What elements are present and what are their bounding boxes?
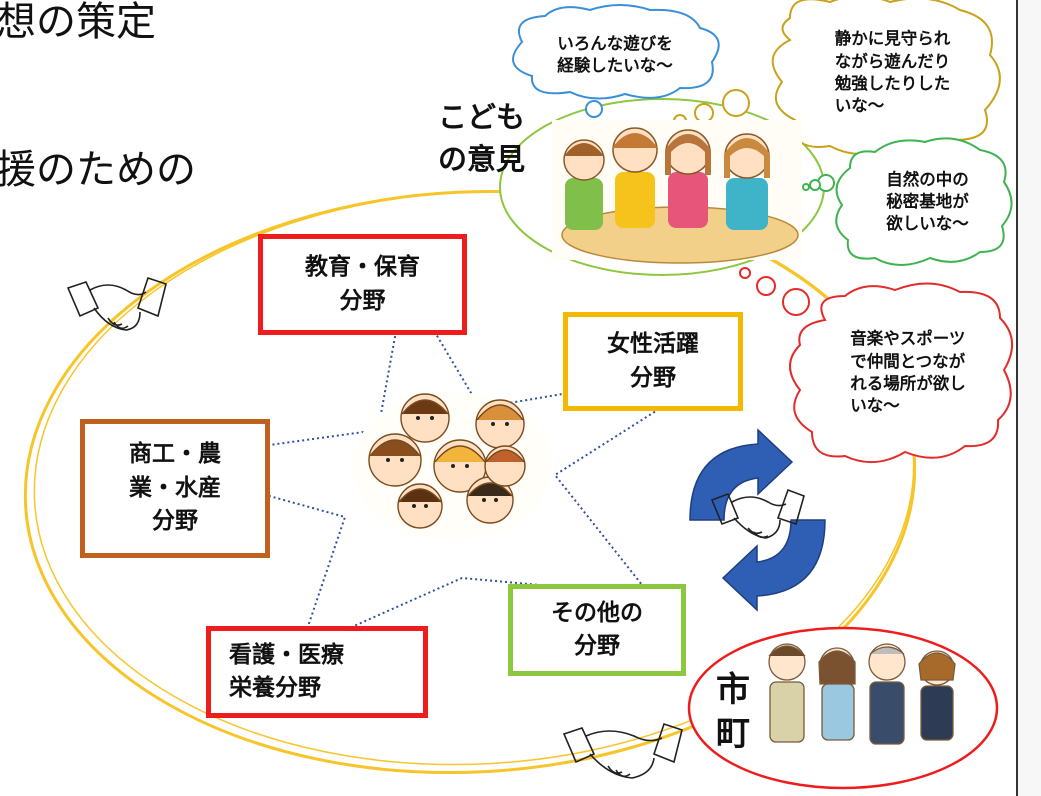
children-at-table-illustration [552,120,802,264]
circular-arrows-icon [689,428,826,612]
thought-text-watch: 静かに見守られ ながら遊んだり 勉強したりした いな～ [834,29,951,116]
nursing-medical-nutrition-box: 看護・医療 栄養分野 [206,626,428,718]
city-label: 市 町 [716,670,750,755]
education-childcare-box: 教育・保育 分野 [258,234,467,335]
handshake-icon [710,488,805,539]
children-opinion-label: こども の意見 [438,100,526,177]
commerce-agriculture-fishery-box: 商工・農 業・水産 分野 [80,419,270,558]
right-panel-inner [1018,0,1041,796]
handshake-icon [66,276,167,331]
other-fields-box: その他の 分野 [508,584,686,676]
thought-text-nature: 自然の中の 秘密基地が 欲しいな～ [886,169,969,234]
heading-line-1: 想の策定 [0,0,156,45]
handshake-icon [562,722,683,779]
children-group-illustration [352,392,552,540]
heading-line-2: 援のための [0,147,196,193]
women-empowerment-box: 女性活躍 分野 [563,312,743,411]
thought-text-play: いろんな遊びを 経験したいな～ [557,33,673,75]
thought-text-music: 音楽やスポーツ で仲間とつなが れる場所が欲し いな～ [850,329,966,416]
thought-cloud-nature [835,137,1013,266]
thought-cloud-music [789,282,1013,464]
thought-cloud-play [512,4,720,100]
city-staff-illustration [768,643,956,745]
